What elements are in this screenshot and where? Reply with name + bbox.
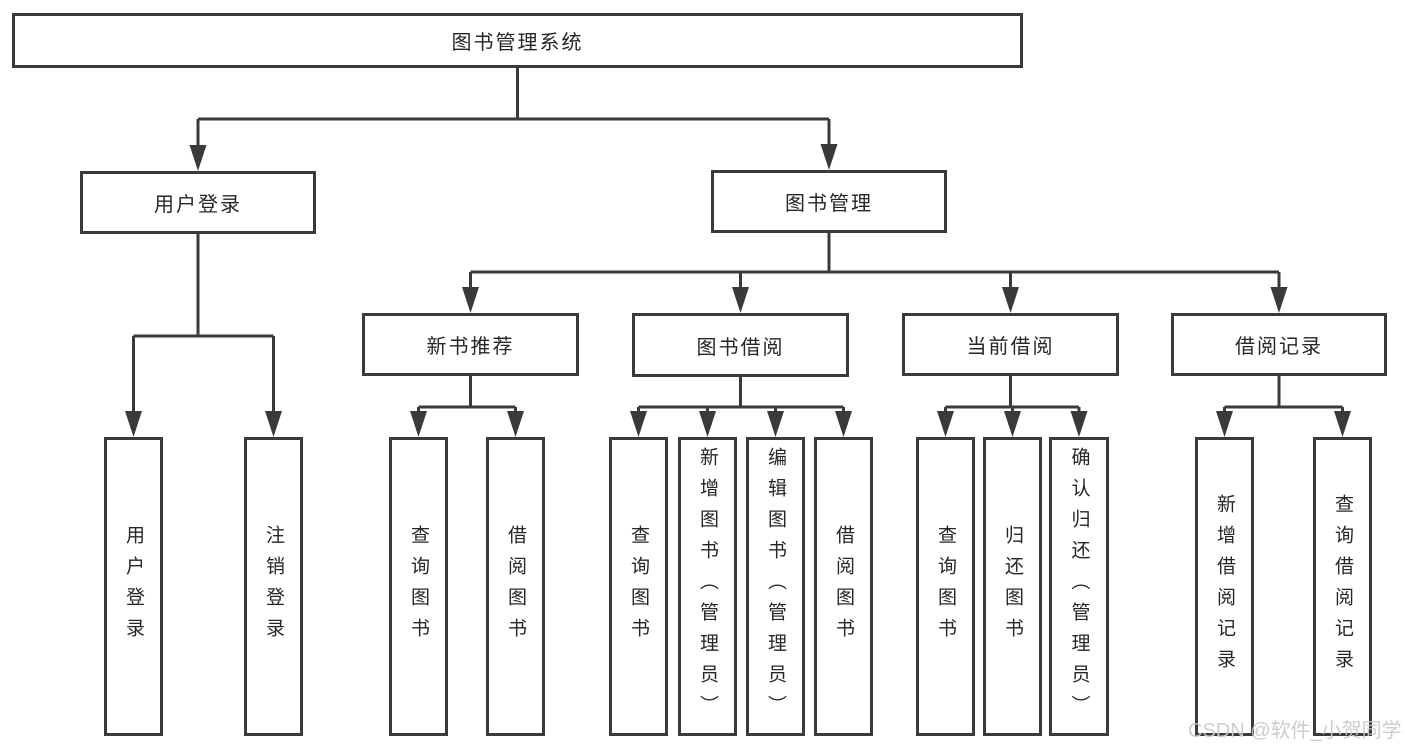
- arrowhead: [1334, 411, 1351, 437]
- leaf-label: 新增借阅记录: [1214, 493, 1235, 680]
- leaf-label: 查询图书: [628, 524, 649, 649]
- arrowhead: [410, 411, 427, 437]
- csdn-watermark: CSDN @软件_小贺同学: [1188, 720, 1402, 742]
- arrowhead: [462, 287, 479, 313]
- node-borrowing-records: 借阅记录: [1171, 313, 1387, 376]
- node-leaf-return-books: 归还图书: [983, 437, 1042, 736]
- arrowhead: [1270, 287, 1288, 313]
- arrowhead: [630, 411, 647, 437]
- node-leaf-edit-book-admin: 编辑图书（管理员）: [746, 437, 805, 736]
- leaf-label: 借阅图书: [833, 524, 854, 649]
- arrowhead: [265, 411, 282, 437]
- arrowhead: [732, 287, 749, 313]
- leaf-label: 用户登录: [123, 524, 144, 649]
- node-leaf-confirm-return-admin: 确认归还（管理员）: [1049, 437, 1109, 736]
- node-leaf-borrow-books-recommend: 借阅图书: [486, 437, 545, 736]
- node-leaf-query-books-recommend: 查询图书: [389, 437, 448, 736]
- node-leaf-add-book-admin: 新增图书（管理员）: [678, 437, 737, 736]
- node-book-borrowing: 图书借阅: [632, 313, 849, 377]
- node-leaf-query-borrow-record: 查询借阅记录: [1313, 437, 1372, 736]
- arrowhead: [820, 144, 838, 170]
- node-library-management-system: 图书管理系统: [12, 13, 1023, 68]
- arrowhead: [767, 411, 784, 437]
- connector-book-borrowing-to-leaves: [637, 377, 845, 415]
- leaf-label: 确认归还（管理员）: [1068, 447, 1090, 726]
- connector-borrowing-records-to-leaves: [1223, 376, 1344, 415]
- arrowhead: [937, 411, 954, 437]
- leaf-label: 编辑图书（管理员）: [765, 447, 786, 726]
- node-leaf-query-books-current: 查询图书: [916, 437, 975, 736]
- arrowhead: [189, 145, 207, 171]
- leaf-label: 新增图书（管理员）: [697, 447, 718, 726]
- leaf-label: 借阅图书: [505, 524, 526, 649]
- leaf-label: 注销登录: [263, 524, 284, 649]
- arrowhead: [699, 411, 716, 437]
- arrowhead: [1070, 411, 1088, 437]
- leaf-label: 归还图书: [1002, 524, 1023, 649]
- arrowhead: [1004, 411, 1021, 437]
- arrowhead: [507, 411, 524, 437]
- connector-book-management-to-level3: [469, 233, 1281, 291]
- node-book-management: 图书管理: [711, 170, 947, 233]
- node-leaf-borrow-books: 借阅图书: [814, 437, 873, 736]
- connector-current-borrowing-to-leaves: [944, 376, 1081, 415]
- node-leaf-add-borrow-record: 新增借阅记录: [1195, 437, 1254, 736]
- node-user-login-module: 用户登录: [80, 171, 316, 234]
- leaf-label: 查询借阅记录: [1332, 493, 1353, 680]
- node-leaf-query-books-borrowing: 查询图书: [609, 437, 668, 736]
- leaf-label: 查询图书: [408, 524, 429, 649]
- connector-user-login-to-leaves: [132, 234, 275, 415]
- arrowhead: [1002, 287, 1019, 313]
- arrowhead: [125, 411, 142, 437]
- arrowheads: [125, 144, 1351, 437]
- node-leaf-logout: 注销登录: [244, 437, 303, 736]
- node-new-book-recommendation: 新书推荐: [362, 313, 579, 376]
- arrowhead: [835, 411, 852, 437]
- connector-new-book-recommendation-to-leaves: [417, 376, 517, 415]
- node-leaf-user-login: 用户登录: [104, 437, 163, 736]
- node-current-borrowing: 当前借阅: [902, 313, 1119, 376]
- leaf-label: 查询图书: [935, 524, 956, 649]
- connector-root-to-level2: [196, 68, 831, 150]
- arrowhead: [1216, 411, 1233, 437]
